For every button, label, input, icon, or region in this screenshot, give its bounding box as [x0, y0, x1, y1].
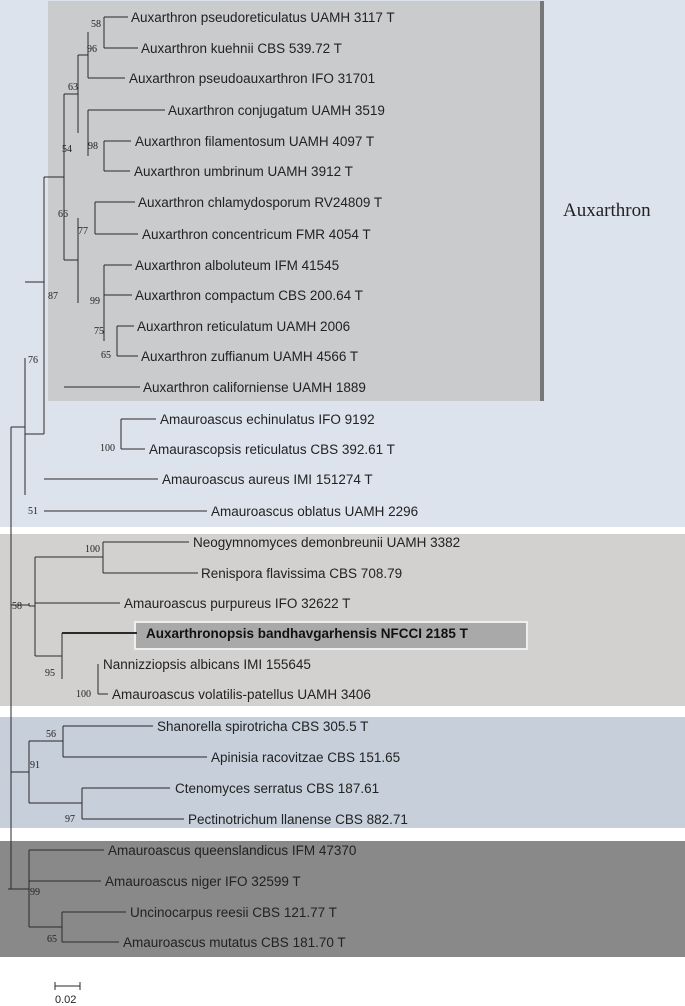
- taxon-label: Amauroascus oblatus UAMH 2296: [211, 504, 418, 519]
- taxon-label: Amauroascus volatilis-patellus UAMH 3406: [112, 687, 371, 702]
- bootstrap-value: 91: [30, 760, 40, 771]
- bootstrap-value: 75: [94, 326, 104, 337]
- bootstrap-value: 76: [28, 355, 38, 366]
- highlighted-taxon-label: Auxarthronopsis bandhavgarhensis NFCCI 2…: [146, 626, 469, 641]
- clade-label: Auxarthron: [563, 200, 651, 221]
- bootstrap-value: 58: [91, 19, 101, 30]
- taxon-label: Neogymnomyces demonbreunii UAMH 3382: [193, 535, 460, 550]
- taxon-label: Shanorella spirotricha CBS 305.5 T: [157, 719, 368, 734]
- auxarthron-clade-box: [48, 1, 544, 401]
- taxon-label: Auxarthron umbrinum UAMH 3912 T: [134, 164, 353, 179]
- bootstrap-value: 66: [58, 209, 68, 220]
- bootstrap-value: 98: [88, 141, 98, 152]
- taxon-label: Auxarthron californiense UAMH 1889: [143, 380, 366, 395]
- taxon-label: Pectinotrichum llanense CBS 882.71: [188, 812, 408, 827]
- taxon-label: Auxarthron pseudoreticulatus UAMH 3117 T: [131, 10, 395, 25]
- taxon-label: Auxarthron chlamydosporum RV24809 T: [138, 195, 382, 210]
- bootstrap-value: 99: [30, 887, 40, 898]
- bootstrap-value: 87: [48, 291, 58, 302]
- taxon-label: Amauroascus echinulatus IFO 9192: [160, 412, 375, 427]
- taxon-label: Amauroascus niger IFO 32599 T: [105, 874, 301, 889]
- bootstrap-value: 100: [76, 689, 91, 700]
- bootstrap-value: 56: [46, 729, 56, 740]
- bootstrap-value: 95: [45, 668, 55, 679]
- taxon-label: Auxarthron reticulatum UAMH 2006: [137, 319, 350, 334]
- group-band-2: [0, 534, 685, 706]
- taxon-label: Auxarthron conjugatum UAMH 3519: [168, 103, 385, 118]
- group-band-4: [0, 841, 685, 957]
- taxon-label: Auxarthron pseudoauxarthron IFO 31701: [129, 71, 375, 86]
- bootstrap-value: 65: [101, 350, 111, 361]
- taxon-label: Amauroascus aureus IMI 151274 T: [162, 472, 373, 487]
- bootstrap-value: 99: [90, 296, 100, 307]
- taxon-label: Uncinocarpus reesii CBS 121.77 T: [130, 905, 337, 920]
- taxon-label: Auxarthron kuehnii CBS 539.72 T: [141, 41, 342, 56]
- bootstrap-value: 97: [65, 814, 75, 825]
- taxon-label: Amauroascus purpureus IFO 32622 T: [124, 596, 350, 611]
- taxon-label: Apinisia racovitzae CBS 151.65: [211, 750, 400, 765]
- bootstrap-value: 63: [68, 82, 78, 93]
- taxon-label: Auxarthron compactum CBS 200.64 T: [135, 288, 363, 303]
- group-band-3: [0, 717, 685, 828]
- bootstrap-value: 51: [28, 506, 38, 517]
- taxon-label: Renispora flavissima CBS 708.79: [201, 566, 402, 581]
- bootstrap-value: 65: [47, 934, 57, 945]
- bootstrap-value: 58: [12, 601, 22, 612]
- taxon-label: Ctenomyces serratus CBS 187.61: [175, 781, 379, 796]
- highlighted-taxon-box: [134, 621, 528, 650]
- bootstrap-value: 100: [85, 544, 100, 555]
- taxon-label: Nannizziopsis albicans IMI 155645: [103, 657, 311, 672]
- bootstrap-value: 54: [62, 144, 72, 155]
- taxon-label: Auxarthron concentricum FMR 4054 T: [142, 227, 371, 242]
- taxon-label: Auxarthron filamentosum UAMH 4097 T: [135, 134, 374, 149]
- bootstrap-value: 100: [100, 443, 115, 454]
- bootstrap-value: 77: [78, 226, 88, 237]
- taxon-label: Amauroascus queenslandicus IFM 47370: [108, 843, 356, 858]
- scale-bar-label: 0.02: [55, 994, 76, 1006]
- taxon-label: Auxarthron alboluteum IFM 41545: [135, 258, 339, 273]
- taxon-label: Amauroascus mutatus CBS 181.70 T: [123, 935, 346, 950]
- taxon-label: Amaurascopsis reticulatus CBS 392.61 T: [149, 442, 395, 457]
- taxon-label: Auxarthron zuffianum UAMH 4566 T: [141, 349, 358, 364]
- bootstrap-value: 96: [87, 44, 97, 55]
